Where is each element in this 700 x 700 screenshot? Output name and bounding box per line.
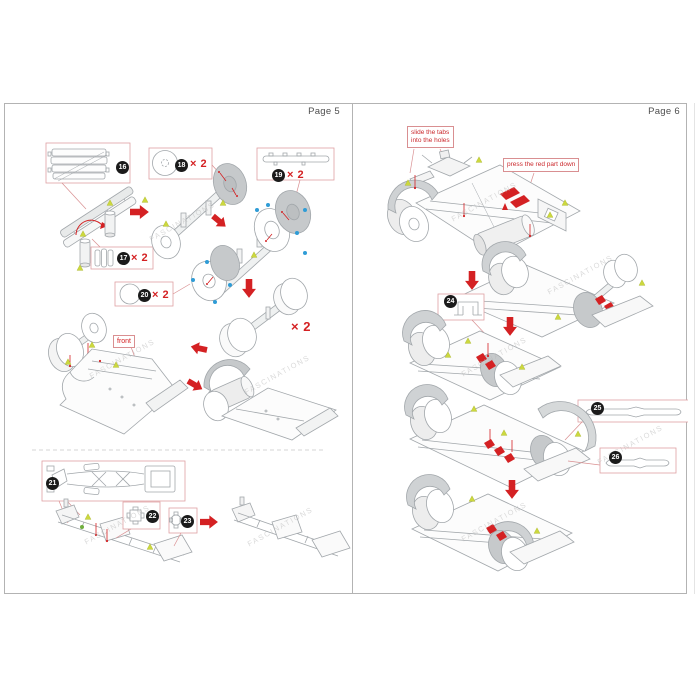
- red-arrow-down: [242, 279, 256, 298]
- step-chassis-2: [453, 241, 654, 338]
- slide-tabs-callout-line2: into the holes: [411, 137, 450, 145]
- axle-assembly-18: [151, 163, 248, 260]
- chassis-plate: [59, 348, 189, 435]
- red-arrow-down: [465, 271, 479, 290]
- part19-multiplier: × 2: [287, 169, 305, 181]
- part21-callout-box: [41, 460, 186, 524]
- part-number-badge-17: 17: [117, 252, 130, 265]
- chassis-frame-iso: [55, 498, 193, 563]
- page6-illustrations: [387, 148, 688, 572]
- red-arrow-right: [130, 205, 149, 219]
- step-chassis-5: [406, 474, 575, 572]
- part-number-badge-19: 19: [272, 169, 285, 182]
- red-arrow-left: [189, 340, 209, 356]
- slide-tabs-callout: slide the tabs into the holes: [407, 126, 454, 149]
- part16-callout-box: [45, 142, 131, 210]
- part-number-badge-25: 25: [591, 402, 604, 415]
- page5-illustrations: [32, 142, 351, 563]
- part17-cylinder-parts: [79, 210, 116, 268]
- part20-multiplier: × 2: [152, 289, 170, 301]
- part-number-badge-24: 24: [444, 295, 457, 308]
- red-press-part: [500, 187, 530, 210]
- part17-multiplier: × 2: [131, 252, 149, 264]
- part-number-badge-21: 21: [46, 477, 59, 490]
- part-number-badge-22: 22: [146, 510, 159, 523]
- sheet-edge-line: [694, 103, 695, 594]
- red-arrow-right: [200, 515, 218, 529]
- part-number-badge-16: 16: [116, 161, 129, 174]
- red-guide-arc: [75, 219, 103, 236]
- wheel-axle-cluster: [191, 190, 312, 304]
- red-arrow-down-right: [184, 375, 206, 395]
- axle-assembly-duplicate: [219, 277, 308, 358]
- step-chassis-4: [404, 384, 597, 488]
- slide-callout-pointer: [409, 148, 415, 174]
- page5-label: Page 5: [308, 106, 340, 117]
- chassis-plate-with-axle: [203, 359, 339, 441]
- part19-callout-box: [256, 147, 335, 200]
- part-number-badge-18: 18: [175, 159, 188, 172]
- chassis-frame-assembled: [231, 496, 351, 558]
- part-number-badge-20: 20: [138, 289, 151, 302]
- page6-label: Page 6: [648, 106, 680, 117]
- slide-tabs-callout-line1: slide the tabs: [411, 129, 450, 136]
- part-number-badge-26: 26: [609, 451, 622, 464]
- page-divider-line: [352, 103, 353, 594]
- page-frame: [4, 103, 687, 594]
- press-red-part-callout: press the red part down: [503, 158, 580, 173]
- axle-duplicate-multiplier: × 2: [291, 319, 311, 334]
- front-direction-label: front: [113, 335, 136, 348]
- part16-rails-part: [60, 186, 137, 248]
- part18-multiplier: × 2: [190, 158, 208, 170]
- part-number-badge-23: 23: [181, 515, 194, 528]
- red-arrow-down-right: [209, 211, 230, 232]
- step-chassis-3: [402, 310, 562, 401]
